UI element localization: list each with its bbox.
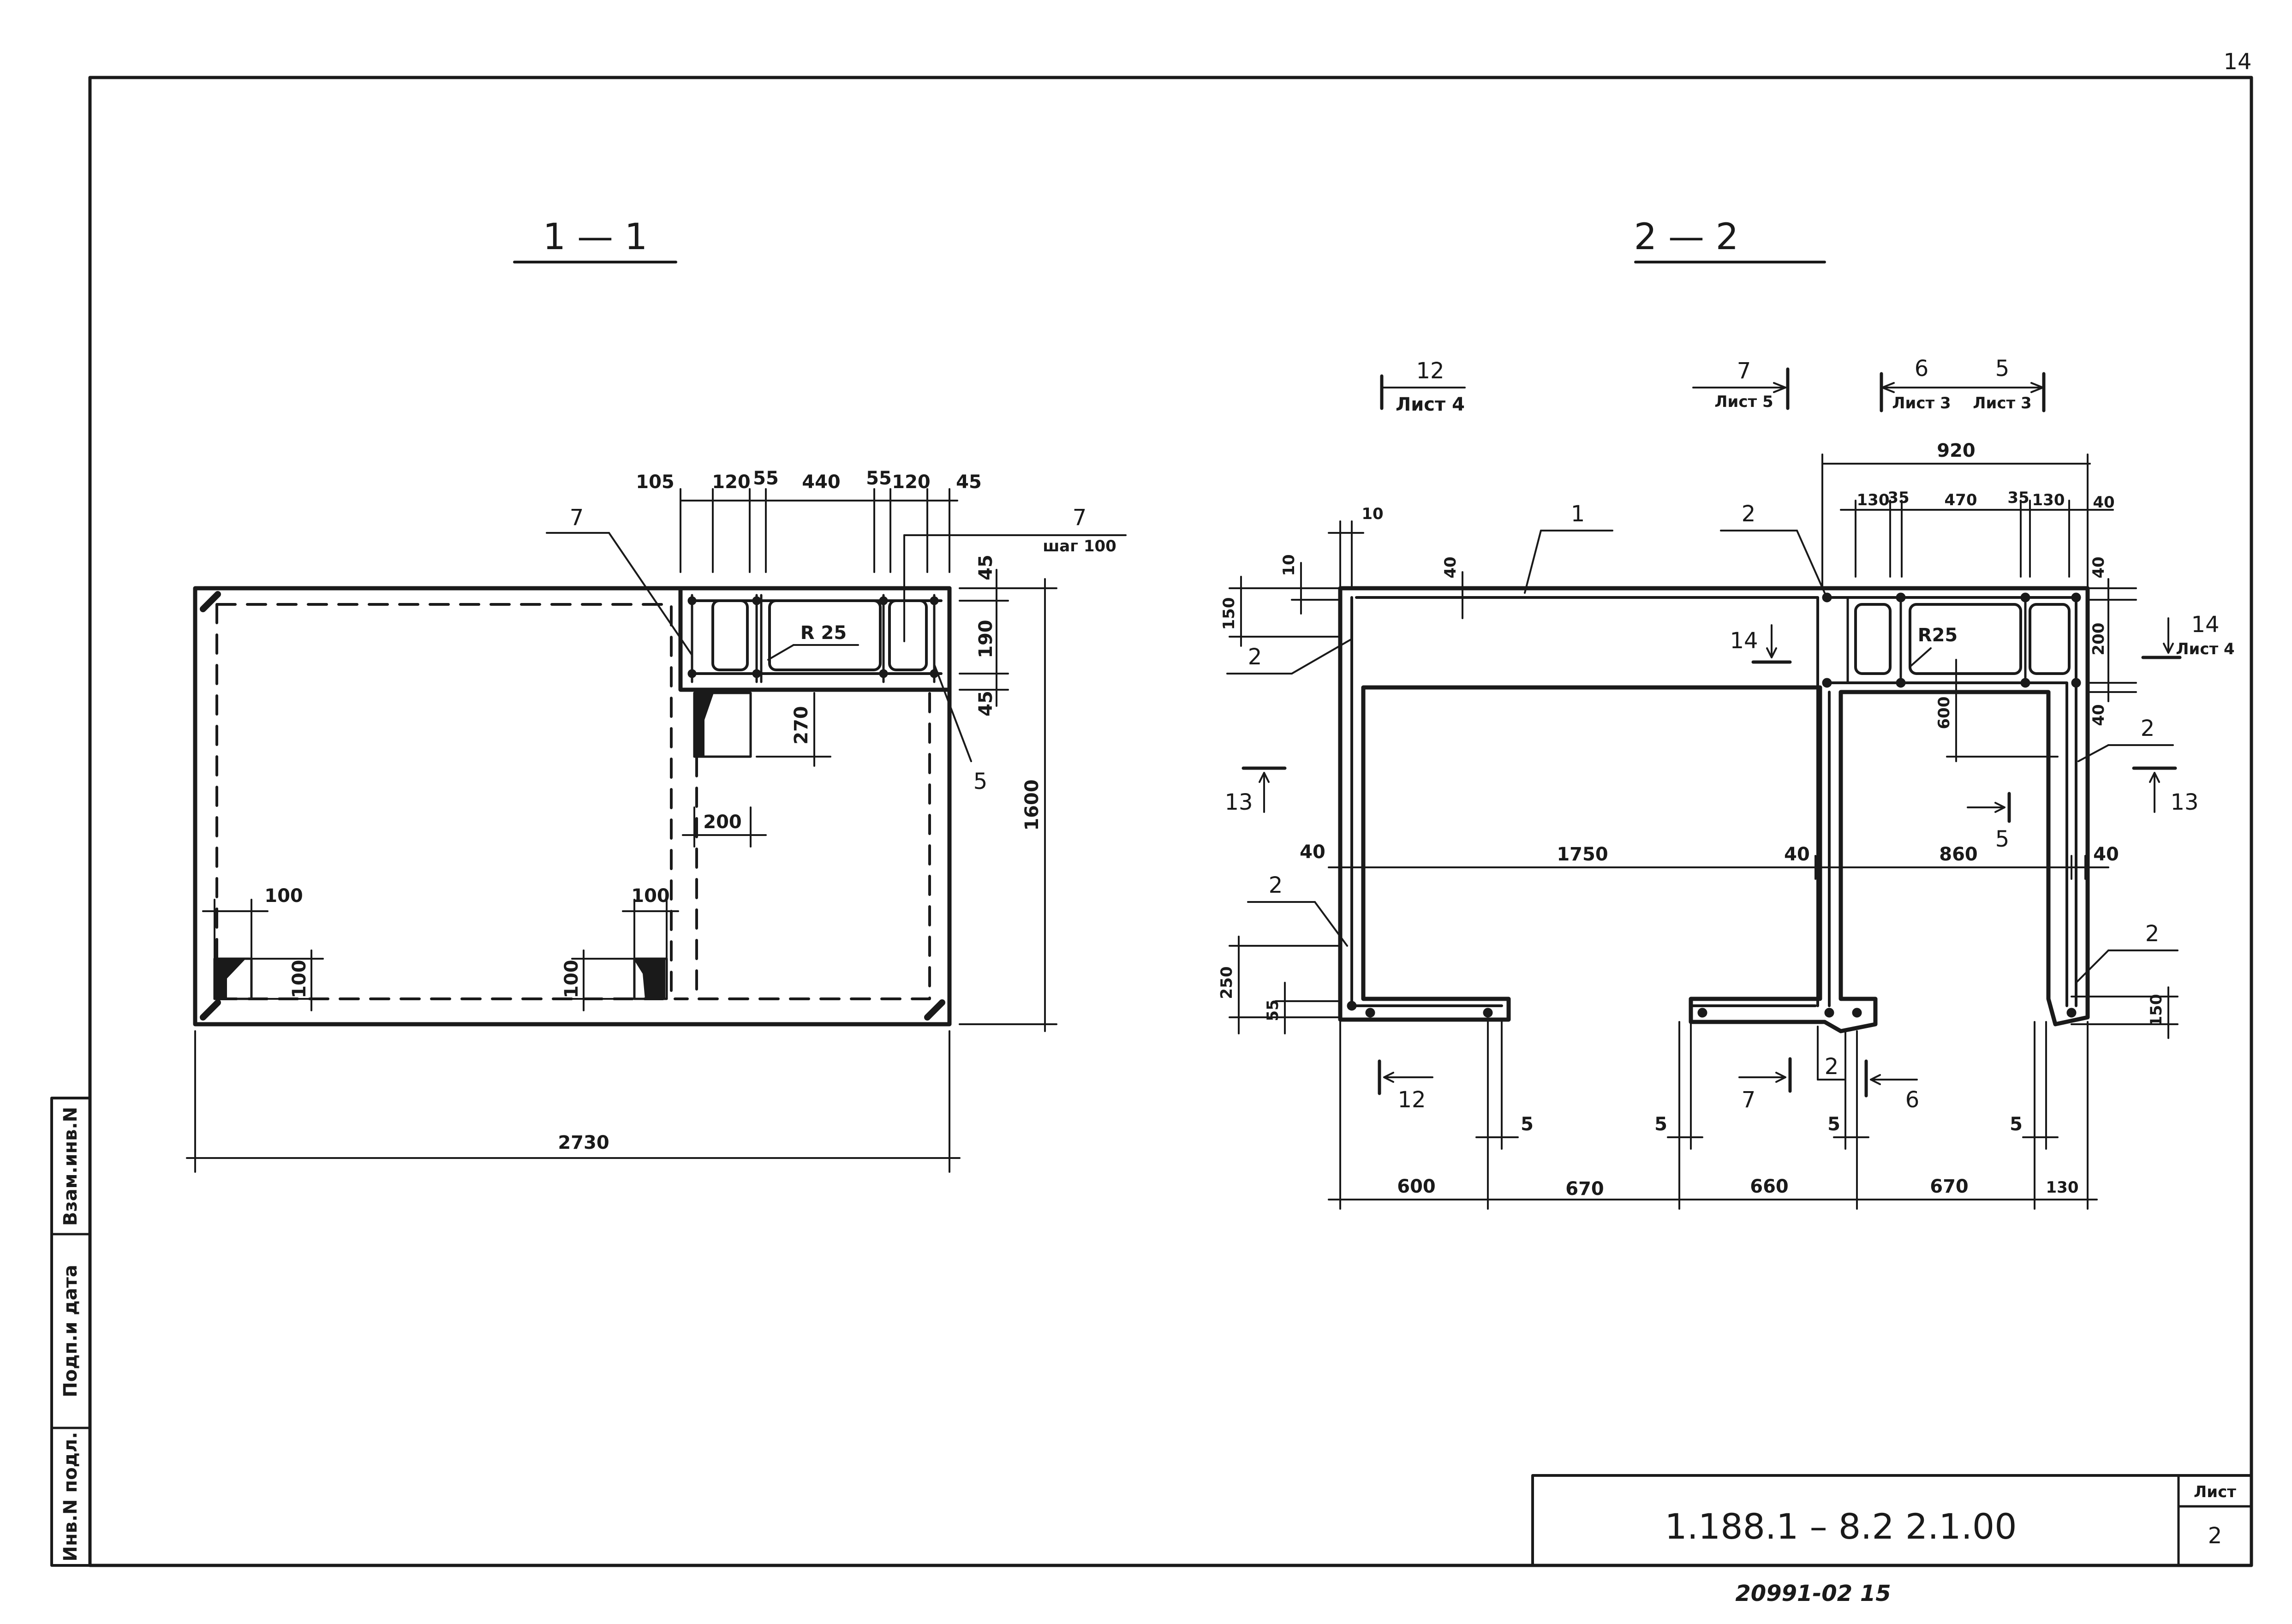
dim-v45b: 45 — [975, 691, 997, 716]
dim-b600: 600 — [1397, 1176, 1436, 1197]
ref-6-num: 6 — [1915, 356, 1929, 382]
pos-2b: 2 — [1248, 644, 1262, 670]
sheet-number: 2 — [2208, 1523, 2222, 1549]
dim-h40a: 40 — [1300, 842, 1325, 863]
radius-r25-2-2: R25 — [1918, 625, 1958, 646]
ref-6-sheet: Лист 3 — [1892, 394, 1951, 412]
title-block: 1.188.1 – 8.2 2.1.00 Лист 2 20991-02 15 — [1531, 1474, 2253, 1606]
dim-h200: 200 — [703, 812, 742, 833]
dim-b130: 130 — [2046, 1178, 2079, 1197]
pos-1: 1 — [1571, 501, 1585, 527]
pos-14: 14 — [1730, 628, 1758, 654]
pos-5: 5 — [1995, 826, 2010, 852]
pos-2f: 2 — [1825, 1054, 1839, 1080]
dim-5a: 5 — [1521, 1114, 1534, 1135]
dim-105: 105 — [636, 472, 674, 493]
dim-v100b: 100 — [561, 960, 582, 998]
stamp-inv-orig: Инв.N подл. — [60, 1432, 81, 1562]
pos-7-right: 7 — [1073, 505, 1087, 531]
dim-10b: 10 — [1280, 554, 1298, 576]
dim-45top: 45 — [956, 472, 982, 493]
dim-10a: 10 — [1361, 505, 1383, 523]
stamp-sign-date: Подп.и дата — [60, 1265, 81, 1397]
stamp-replaces-inv: Взам.инв.N — [60, 1107, 81, 1226]
dim-v270: 270 — [791, 706, 812, 745]
dim-b670b: 670 — [1930, 1176, 1969, 1197]
dim-h2730: 2730 — [558, 1132, 609, 1153]
ref-12-num: 12 — [1416, 358, 1444, 384]
archive-number: 20991-02 15 — [1735, 1581, 1891, 1606]
drawing-designation: 1.188.1 – 8.2 2.1.00 — [1665, 1506, 2017, 1547]
section-1-1: 1 — 1 — [186, 216, 1127, 1173]
dim-h40c: 40 — [2093, 844, 2119, 865]
dim-55a: 55 — [753, 468, 779, 489]
dim-v40a: 40 — [2089, 556, 2108, 578]
dim-v190: 190 — [975, 620, 997, 658]
dim-40top: 40 — [1441, 556, 1460, 578]
dim-h40b: 40 — [1784, 844, 1810, 865]
dim-h100b: 100 — [631, 885, 670, 907]
dim-5b: 5 — [1654, 1114, 1667, 1135]
dim-440: 440 — [802, 472, 841, 493]
sheet-label: Лист — [2194, 1483, 2236, 1501]
dim-55b: 55 — [866, 468, 892, 489]
dim-v1600: 1600 — [1021, 779, 1043, 830]
dim-b670a: 670 — [1565, 1178, 1604, 1200]
dim-h1750: 1750 — [1557, 844, 1608, 865]
dim-120b: 120 — [892, 472, 931, 493]
ref-12-sheet: Лист 4 — [1396, 394, 1465, 415]
dim-40r: 40 — [2093, 493, 2114, 512]
section-2-2-title: 2 — 2 — [1634, 216, 1739, 258]
dim-35b: 35 — [2007, 489, 2029, 507]
dim-v55: 55 — [1264, 999, 1282, 1021]
dim-v150: 150 — [1220, 597, 1238, 630]
dim-920: 920 — [1937, 440, 1976, 461]
dim-v40b: 40 — [2089, 704, 2108, 726]
pos-13b: 13 — [2170, 789, 2198, 815]
dim-470: 470 — [1945, 491, 1977, 509]
pos-2c: 2 — [2141, 716, 2155, 741]
dim-v600: 600 — [1935, 697, 1953, 729]
dim-h860: 860 — [1939, 844, 1978, 865]
sheet-frame: 14 — [88, 49, 2253, 1567]
dim-5d: 5 — [2010, 1114, 2023, 1135]
pos-7-left: 7 — [570, 505, 584, 531]
section-2-2: 2 — 2 12 Лист 4 7 Лист 5 6 Лист 3 5 Лист… — [1218, 216, 2235, 1210]
dim-v100a: 100 — [289, 960, 310, 998]
dim-130b: 130 — [2032, 491, 2065, 509]
dim-v150b: 150 — [2147, 994, 2166, 1027]
step-note: шаг 100 — [1043, 537, 1116, 555]
pos-12: 12 — [1397, 1087, 1426, 1113]
pos-13a: 13 — [1224, 789, 1253, 815]
dim-120a: 120 — [712, 472, 751, 493]
dim-v45a: 45 — [975, 555, 997, 580]
slab-outline-1-1 — [193, 586, 952, 1027]
dim-b660: 660 — [1750, 1176, 1789, 1197]
side-stamp: Инв.N подл. Подп.и дата Взам.инв.N — [50, 1097, 91, 1567]
ref-5-num: 5 — [1995, 356, 2010, 382]
ref-7-sheet: Лист 5 — [1714, 393, 1773, 411]
ref-5-sheet: Лист 3 — [1973, 394, 2031, 412]
dim-h100a: 100 — [264, 885, 303, 907]
corner-sheet-number: 14 — [2223, 49, 2251, 75]
dim-v200: 200 — [2089, 623, 2108, 656]
radius-r25: R 25 — [800, 622, 847, 644]
pos-2d: 2 — [1269, 872, 1283, 898]
pos-6: 6 — [1905, 1087, 1920, 1113]
pos-2a: 2 — [1742, 501, 1756, 527]
ref-14-num: 14 — [2191, 612, 2219, 638]
pos-2e: 2 — [2145, 921, 2160, 947]
section-2-2-outline — [1338, 586, 2090, 1033]
ref-7-num: 7 — [1737, 358, 1751, 384]
dim-35a: 35 — [1887, 489, 1909, 507]
pos-5: 5 — [973, 769, 988, 794]
dim-130a: 130 — [1857, 491, 1890, 509]
pos-7: 7 — [1742, 1087, 1756, 1113]
dim-v250: 250 — [1218, 967, 1236, 999]
ref-14-sheet: Лист 4 — [2176, 640, 2234, 658]
section-1-1-title: 1 — 1 — [543, 216, 648, 258]
dim-5c: 5 — [1827, 1114, 1840, 1135]
